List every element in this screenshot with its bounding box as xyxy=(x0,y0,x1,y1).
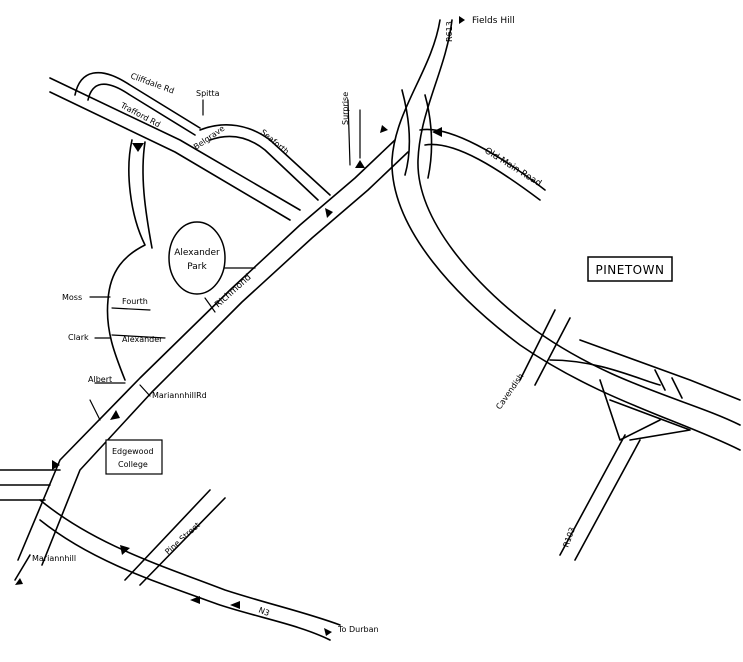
arrow-icon xyxy=(459,16,465,24)
mariannhill-rd-label: MariannhillRd xyxy=(152,391,207,400)
surprise-label: Surprise xyxy=(341,92,350,125)
alexander-road xyxy=(106,139,153,381)
pine-street-label: Pine Street xyxy=(163,521,202,557)
pinetown-label: PINETOWN xyxy=(596,263,665,277)
cavendish-label: Cavendish xyxy=(494,372,525,411)
moss-label: Moss xyxy=(62,293,82,302)
alexander-park-label-2: Park xyxy=(187,262,207,272)
arrow-icon xyxy=(132,143,144,152)
trafford-road xyxy=(49,77,301,221)
alexander-park-label-1: Alexander xyxy=(174,248,220,258)
arrow-icon xyxy=(380,125,388,133)
stub-1 xyxy=(89,399,101,421)
alexander-link xyxy=(111,334,166,339)
alexander-park-area xyxy=(168,221,226,295)
richmond-road xyxy=(17,139,409,566)
seaforth-label: Seaforth xyxy=(259,128,291,157)
alexander-label: Alexander xyxy=(122,335,163,344)
pinetown-box xyxy=(587,256,673,282)
fourth-label: Fourth xyxy=(122,297,148,306)
mariannhill-rd xyxy=(139,384,151,397)
n3-freeway xyxy=(0,469,341,641)
r613-label: R613 xyxy=(445,21,454,42)
arrow-icon xyxy=(230,601,240,609)
arrow-icon xyxy=(324,628,332,636)
r103-label: R103 xyxy=(561,526,577,549)
cliffdale-rd-label: Cliffdale Rd xyxy=(129,71,175,95)
n3-label: N3 xyxy=(257,606,271,618)
seaforth-road xyxy=(199,124,331,201)
albert-label: Albert xyxy=(88,375,112,384)
arrow-icon xyxy=(355,160,365,168)
park-link-2 xyxy=(204,297,216,313)
arrow-icon xyxy=(190,596,200,604)
surprise-road xyxy=(347,99,351,166)
edgewood-college-label-2: College xyxy=(118,460,148,469)
arrow-icon xyxy=(432,127,442,137)
clark-label: Clark xyxy=(68,333,89,342)
arrow-icon xyxy=(325,208,333,218)
trafford-rd-label: Trafford Rd xyxy=(118,100,162,129)
r613-road xyxy=(391,19,741,451)
arrow-icon xyxy=(52,460,60,470)
spitta-label: Spitta xyxy=(196,89,220,98)
fourth-road xyxy=(111,307,151,311)
to-durban-label: To Durban xyxy=(337,625,379,634)
cliffdale-road xyxy=(74,71,201,136)
fields-hill-label: Fields Hill xyxy=(472,16,515,26)
edgewood-college-label-1: Edgewood xyxy=(112,447,154,456)
arrow-icon xyxy=(15,578,23,585)
old-main-road xyxy=(419,128,546,201)
arrow-icon xyxy=(110,410,120,420)
pine-street xyxy=(124,489,226,586)
edgewood-college-box xyxy=(105,439,163,475)
arrow-icon xyxy=(120,545,130,555)
pinetown-interchange xyxy=(519,309,741,561)
mariannhill-label: Mariannhill xyxy=(32,554,76,563)
